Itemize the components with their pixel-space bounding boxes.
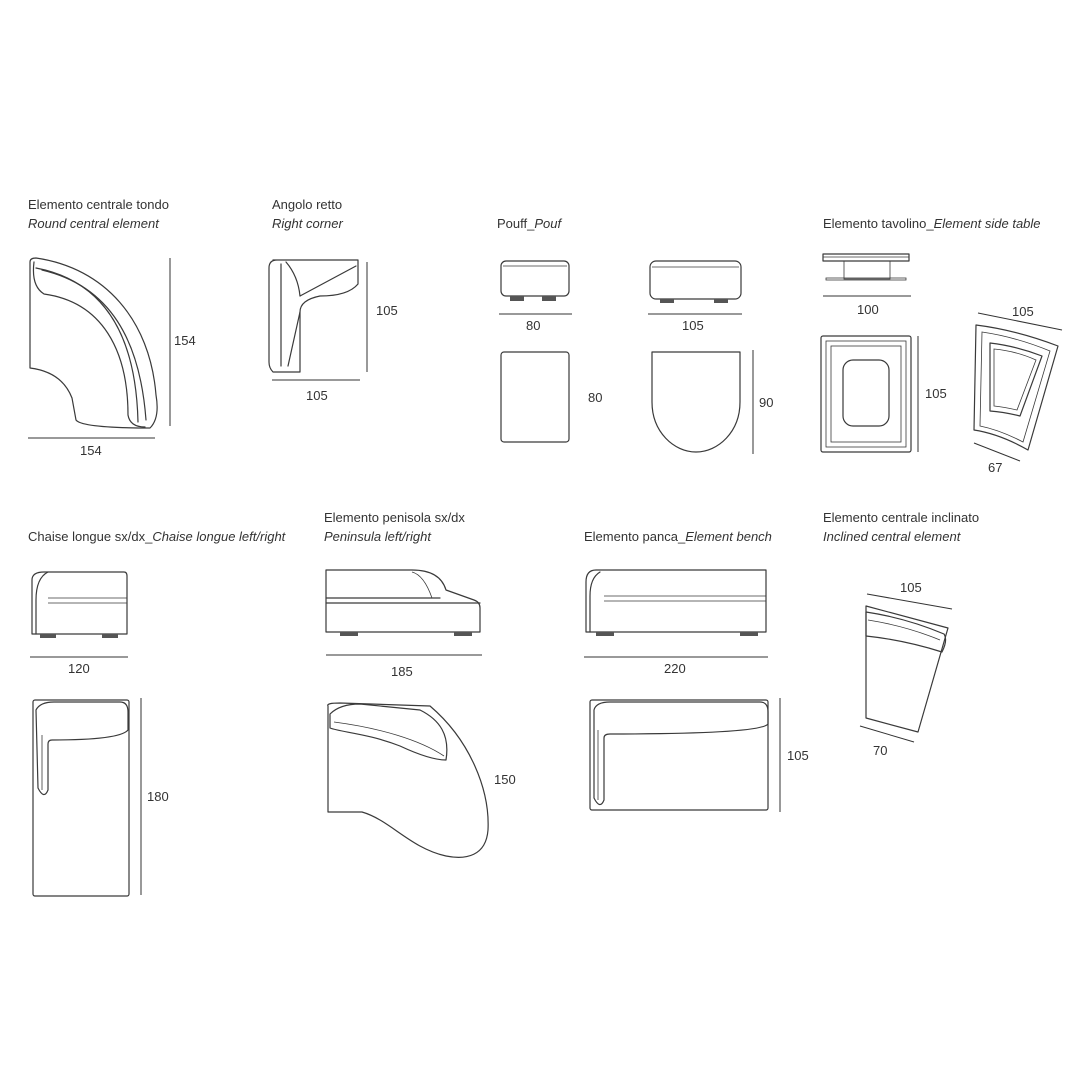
bench-depth: 105 [787, 748, 809, 763]
pouf-large-depth: 90 [759, 395, 774, 410]
right-corner-name-it: Angolo retto [272, 197, 343, 212]
pouf-small-width: 80 [526, 318, 541, 333]
round-central-name-it: Elemento centrale tondo [28, 197, 169, 212]
side-table-name-en: Element side table [933, 216, 1041, 231]
round-central-title: Elemento centrale tondo Round central el… [28, 195, 169, 233]
inclined-central-width: 105 [900, 580, 922, 595]
chaise-longue-name-it: Chaise longue sx/dx_ [28, 529, 153, 544]
pouf-name-en: Pouf [534, 216, 562, 231]
bench-title: Elemento panca_Element bench [584, 527, 772, 546]
peninsula-depth: 150 [494, 772, 516, 787]
side-table-angled-depth: 67 [988, 460, 1003, 475]
side-table-depth: 105 [925, 386, 947, 401]
side-table-angled-plan [973, 312, 1063, 462]
right-corner-width: 105 [306, 388, 328, 403]
side-table-title: Elemento tavolino_Element side table [823, 214, 1041, 233]
peninsula-name-en: Peninsula left/right [324, 529, 431, 544]
side-table-front [822, 253, 911, 297]
inclined-central-title: Elemento centrale inclinato Inclined cen… [823, 508, 979, 546]
bench-width: 220 [664, 661, 686, 676]
chaise-longue-name-en: Chaise longue left/right [152, 529, 286, 544]
inclined-central-name-it: Elemento centrale inclinato [823, 510, 980, 525]
side-table-angled-width: 105 [1012, 304, 1034, 319]
round-central-depth: 154 [174, 333, 196, 348]
round-central-name-en: Round central element [28, 216, 159, 231]
chaise-longue-front [30, 571, 128, 658]
chaise-longue-depth: 180 [147, 789, 169, 804]
right-corner-depth: 105 [376, 303, 398, 318]
pouf-small-plan [500, 351, 570, 443]
bench-front [584, 569, 768, 658]
pouf-large-width: 105 [682, 318, 704, 333]
peninsula-plan [327, 702, 489, 858]
chaise-longue-width: 120 [68, 661, 90, 676]
side-table-name-it: Elemento tavolino_ [823, 216, 934, 231]
peninsula-width: 185 [391, 664, 413, 679]
pouf-name-it: Pouff_ [497, 216, 535, 231]
peninsula-title: Elemento penisola sx/dx Peninsula left/r… [324, 508, 465, 546]
right-corner-title: Angolo retto Right corner [272, 195, 343, 233]
round-central-width: 154 [80, 443, 102, 458]
side-table-width: 100 [857, 302, 879, 317]
bench-name-it: Elemento panca_ [584, 529, 686, 544]
inclined-central-depth: 70 [873, 743, 888, 758]
pouf-small-depth: 80 [588, 390, 603, 405]
chaise-longue-plan [32, 698, 142, 897]
inclined-central-plan [859, 593, 953, 743]
bench-plan [589, 698, 781, 812]
peninsula-name-it: Elemento penisola sx/dx [324, 510, 465, 525]
side-table-plan [820, 335, 919, 453]
right-corner-name-en: Right corner [272, 216, 343, 231]
round-central-plan [28, 257, 171, 439]
bench-name-en: Element bench [685, 529, 772, 544]
right-corner-plan [268, 259, 368, 381]
chaise-longue-title: Chaise longue sx/dx_Chaise longue left/r… [28, 527, 285, 546]
pouf-title: Pouff_Pouf [497, 214, 561, 233]
pouf-large-front [648, 260, 742, 315]
inclined-central-name-en: Inclined central element [823, 529, 961, 544]
pouf-large-plan [651, 350, 754, 454]
peninsula-front [325, 569, 482, 656]
pouf-small-front [499, 260, 572, 315]
